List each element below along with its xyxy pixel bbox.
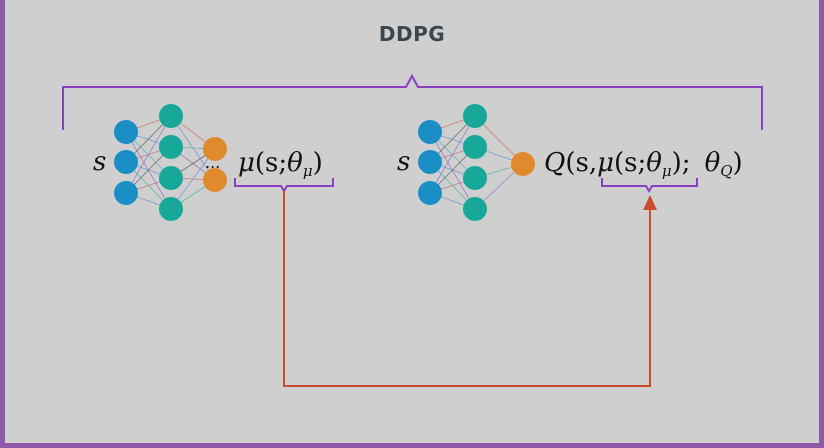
critic-output-label: Q(s,μ(s;θμ);θQ) [544, 148, 743, 180]
top-bracket [62, 73, 763, 130]
actor-output-node [203, 168, 227, 192]
network-edge [429, 115, 476, 194]
actor-hidden-node [159, 104, 183, 128]
actor-theta-sub: μ [303, 162, 313, 180]
critic-input-label: s [397, 147, 410, 177]
critic-theta: θ [646, 148, 662, 178]
critic-network-edges [429, 115, 524, 210]
critic-hidden-node [463, 166, 487, 190]
critic-theta-sub-q: Q [720, 162, 732, 180]
actor-input-node [114, 120, 138, 144]
critic-theta-sub-mu: μ [662, 162, 672, 180]
critic-hidden-node [463, 197, 487, 221]
critic-open: (s, [565, 148, 597, 178]
critic-mu-underbrace [601, 178, 698, 193]
actor-output-label: μ(s;θμ) [238, 148, 323, 180]
critic-mu: μ [597, 148, 614, 178]
actor-to-critic-arrow [283, 191, 651, 387]
critic-close: ) [733, 148, 743, 178]
actor-close: ) [313, 148, 323, 178]
actor-mu: μ [238, 148, 255, 178]
actor-ellipsis: ... [205, 153, 220, 172]
critic-input-node [418, 120, 442, 144]
actor-args: (s; [255, 148, 287, 178]
critic-network [418, 104, 535, 221]
arrowhead-icon [643, 195, 657, 210]
critic-input-node [418, 150, 442, 174]
critic-output-node [511, 152, 535, 176]
actor-input-node [114, 150, 138, 174]
critic-hidden-node [463, 135, 487, 159]
network-edge [170, 148, 216, 210]
actor-hidden-node [159, 135, 183, 159]
diagram-canvas [5, 0, 819, 443]
critic-input-node [418, 181, 442, 205]
network-edge [125, 115, 172, 194]
actor-network-edges [125, 115, 216, 210]
actor-output-underbrace [234, 178, 334, 193]
actor-output-node [203, 137, 227, 161]
actor-hidden-node [159, 166, 183, 190]
critic-q: Q [544, 148, 565, 178]
actor-input-node [114, 181, 138, 205]
actor-input-label: s [93, 147, 106, 177]
actor-network [114, 104, 227, 221]
actor-theta: θ [287, 148, 303, 178]
critic-mu-args: (s; [614, 148, 646, 178]
actor-hidden-node [159, 197, 183, 221]
critic-hidden-node [463, 104, 487, 128]
critic-close-mu: ); [672, 148, 691, 178]
critic-theta-q: θ [705, 148, 721, 178]
diagram-title: DDPG [378, 22, 446, 46]
